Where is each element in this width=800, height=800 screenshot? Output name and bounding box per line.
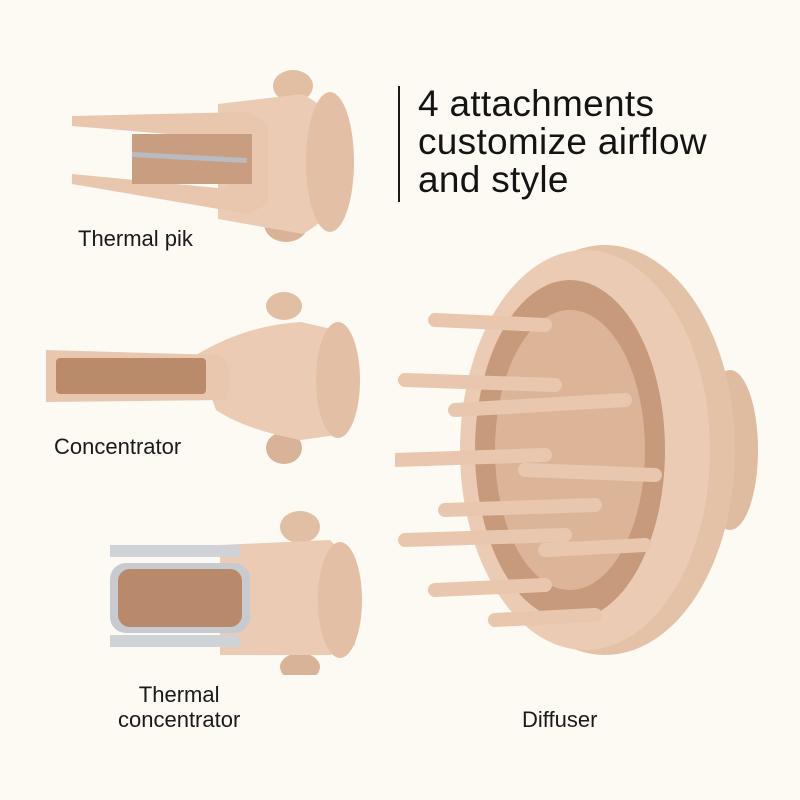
concentrator-label: Concentrator [54,434,182,459]
headline-line-2: customize airflow [418,121,707,162]
thermal-concentrator-image [100,505,370,675]
thermal-concentrator-label-line-2: concentrator [118,707,241,732]
thermal-concentrator-label: Thermal concentrator [118,682,240,732]
thermal-pik-label: Thermal pik [78,226,193,251]
concentrator-image [46,290,366,470]
diffuser-label: Diffuser [522,707,598,732]
thermal-concentrator-label-line-1: Thermal [138,682,220,707]
thermal-pik-image [68,64,368,244]
headline: 4 attachments customize airflow and styl… [398,83,707,202]
diffuser-image [395,240,775,680]
headline-line-3: and style [418,159,569,200]
headline-line-1: 4 attachments [418,83,655,124]
